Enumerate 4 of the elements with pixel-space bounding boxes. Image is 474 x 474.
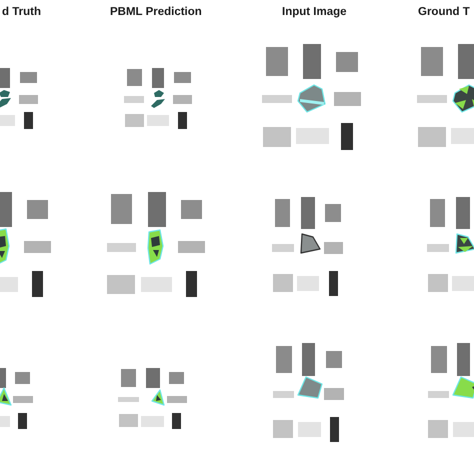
column-heading: PBML Prediction (110, 5, 202, 19)
column-heading: d Truth (2, 5, 41, 19)
column-heading: Input Image (282, 5, 347, 19)
column-heading: Ground T (418, 5, 470, 19)
